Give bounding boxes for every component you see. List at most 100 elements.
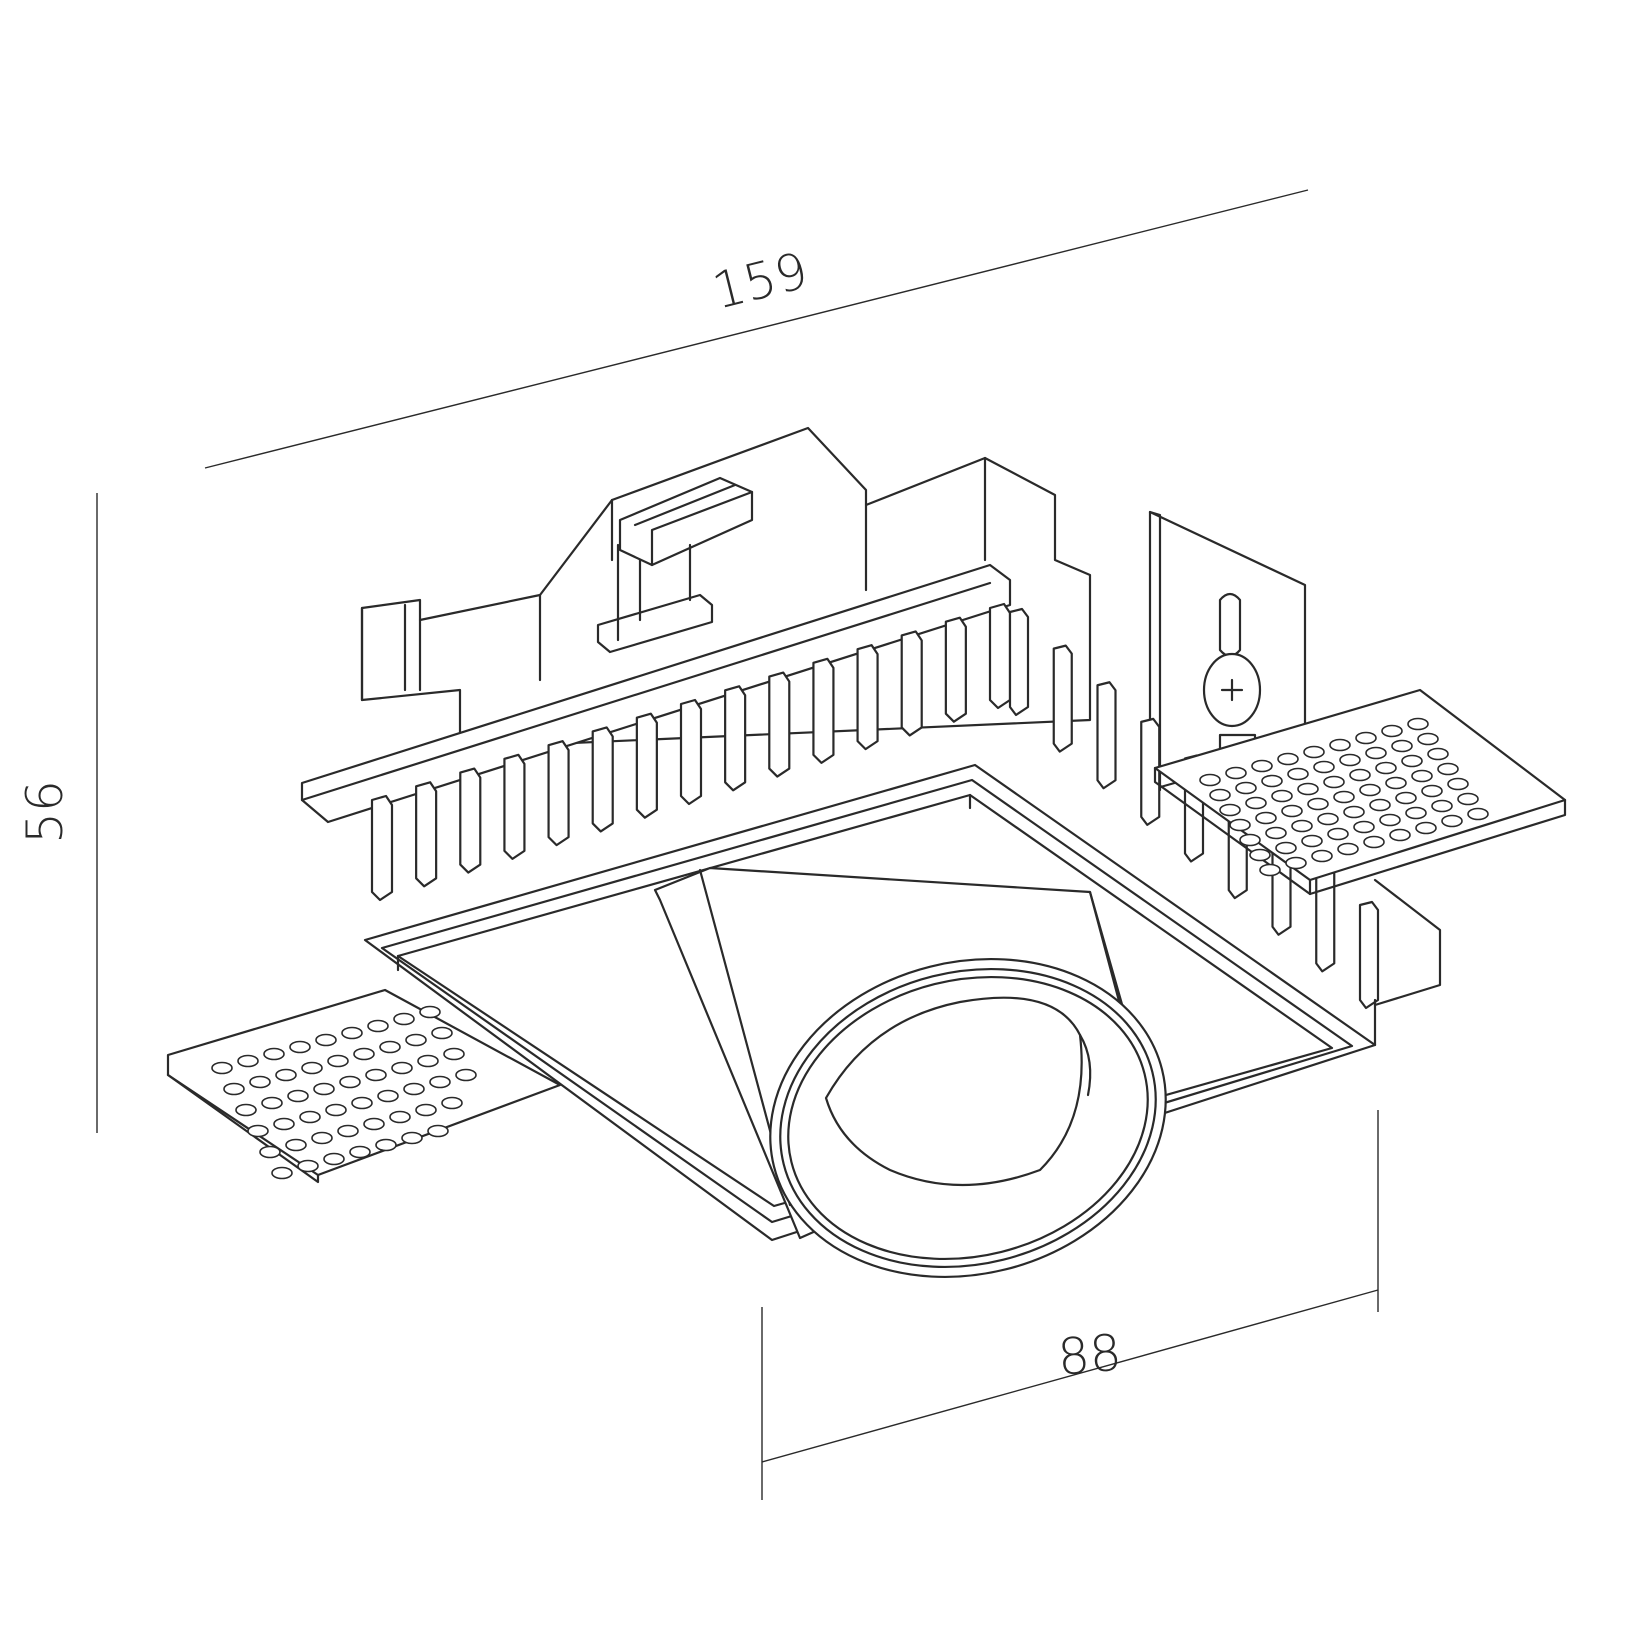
perforation-hole <box>1281 804 1303 818</box>
perforation-hole <box>1275 841 1297 855</box>
perforation-hole <box>1381 724 1403 738</box>
perforation-hole <box>1343 805 1365 819</box>
perforation-hole <box>1219 803 1241 817</box>
heatsink-fin <box>1052 644 1073 753</box>
perforation-hole <box>405 1033 427 1047</box>
perforation-hole <box>1355 731 1377 745</box>
heatsink-fin <box>768 671 791 778</box>
heatsink-fin <box>1358 900 1380 1010</box>
dimension-length: 159 <box>204 189 1309 469</box>
perforation-hole <box>261 1096 283 1110</box>
perforation-hole <box>1255 811 1277 825</box>
perforation-hole <box>1363 835 1385 849</box>
perforation-hole <box>1265 826 1287 840</box>
perforation-hole <box>211 1061 233 1075</box>
perforation-hole <box>237 1054 259 1068</box>
perforation-hole <box>1353 820 1375 834</box>
perforation-hole <box>1259 863 1281 877</box>
perforation-hole <box>349 1145 371 1159</box>
perforation-hole <box>263 1047 285 1061</box>
perforation-hole <box>1329 738 1351 752</box>
perforation-hole <box>313 1082 335 1096</box>
perforation-hole <box>1251 759 1273 773</box>
perforation-hole <box>299 1110 321 1124</box>
perforation-hole <box>1307 797 1329 811</box>
perforation-hole <box>427 1124 449 1138</box>
perforation-hole <box>337 1124 359 1138</box>
perforation-hole <box>297 1159 319 1173</box>
perforation-hole <box>429 1075 451 1089</box>
plaster-wing-left <box>166 988 562 1184</box>
perforation-hole <box>393 1012 415 1026</box>
perforation-hole <box>323 1152 345 1166</box>
perforation-hole <box>377 1089 399 1103</box>
heatsink-fin <box>547 740 570 847</box>
perforation-hole <box>249 1075 271 1089</box>
perforation-hole <box>353 1047 375 1061</box>
perforation-hole <box>315 1033 337 1047</box>
heatsink-fin <box>459 767 482 874</box>
perforation-hole <box>1365 746 1387 760</box>
perforation-hole <box>325 1103 347 1117</box>
perforation-hole <box>1285 856 1307 870</box>
perforation-hole <box>1415 821 1437 835</box>
perforation-hole <box>1209 788 1231 802</box>
bezel-inner-ring <box>779 967 1157 1269</box>
perforation-hole <box>1245 796 1267 810</box>
perforation-hole <box>247 1124 269 1138</box>
heatsink-fin <box>679 698 703 806</box>
perforation-hole <box>1405 806 1427 820</box>
perforation-hole <box>1229 818 1251 832</box>
perforation-hole <box>1391 739 1413 753</box>
perforation-holes-left <box>211 1005 477 1180</box>
perforation-hole <box>351 1096 373 1110</box>
heatsink-fin <box>856 644 879 751</box>
perforation-hole <box>271 1166 293 1180</box>
dimension-label-height: 56 <box>16 780 74 844</box>
perforation-hole <box>1271 789 1293 803</box>
reflector <box>824 996 1083 1187</box>
perforation-hole <box>441 1096 463 1110</box>
heatsink-fin <box>635 712 658 819</box>
perforation-hole <box>1401 754 1423 768</box>
perforation-hole <box>1225 766 1247 780</box>
perforation-hole <box>287 1089 309 1103</box>
perforation-hole <box>1239 833 1261 847</box>
heatsink-fin <box>415 781 438 888</box>
dimension-width: 88 <box>761 1110 1379 1500</box>
perforation-hole <box>1447 777 1469 791</box>
perforation-hole <box>289 1040 311 1054</box>
perforation-hole <box>341 1026 363 1040</box>
perforation-hole <box>1379 813 1401 827</box>
perforation-hole <box>363 1117 385 1131</box>
heatsink-fin <box>944 616 967 723</box>
perforation-hole <box>1369 798 1391 812</box>
perforation-hole <box>273 1117 295 1131</box>
bezel-outer-ring <box>769 957 1167 1279</box>
perforation-hole <box>1395 791 1417 805</box>
perforation-hole <box>1297 782 1319 796</box>
perforation-hole <box>1333 790 1355 804</box>
perforation-hole <box>259 1145 281 1159</box>
perforation-hole <box>1441 814 1463 828</box>
perforation-hole <box>1199 773 1221 787</box>
perforation-hole <box>1427 747 1449 761</box>
heatsink-fin <box>1140 717 1161 826</box>
perforation-hole <box>443 1047 465 1061</box>
perforation-hole <box>391 1061 413 1075</box>
heatsink-fin <box>1008 607 1030 717</box>
perforation-hole <box>1311 849 1333 863</box>
perforation-hole <box>327 1054 349 1068</box>
perforation-hole <box>1437 762 1459 776</box>
perforation-hole <box>455 1068 477 1082</box>
perforation-holes-right <box>1199 717 1489 877</box>
heatsink-fin <box>591 726 614 833</box>
heatsink-frame <box>300 563 1012 824</box>
perforation-hole <box>415 1103 437 1117</box>
dimension-line-length <box>204 189 1309 469</box>
perforation-hole <box>311 1131 333 1145</box>
heatsink-fin <box>812 657 835 764</box>
perforation-hole <box>1303 745 1325 759</box>
